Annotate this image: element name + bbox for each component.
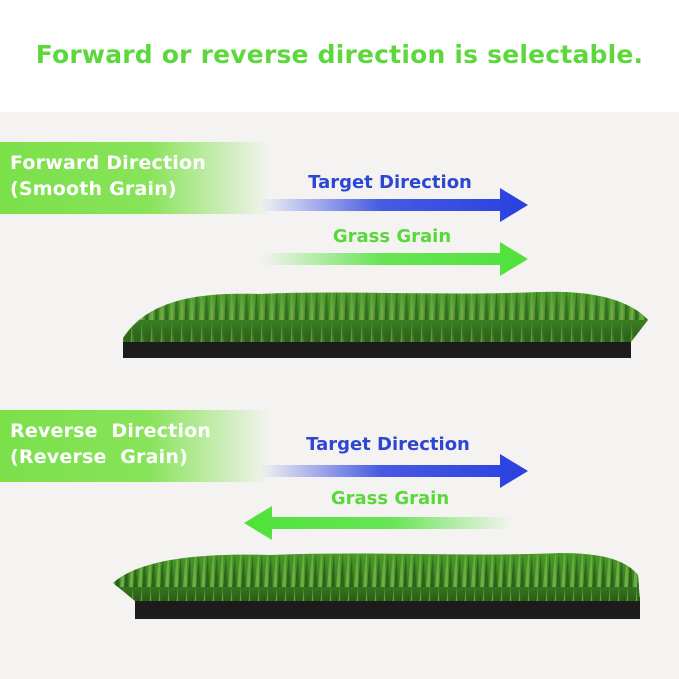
reverse-turf-mat-image: [113, 553, 640, 619]
forward-grain-label: Grass Grain: [332, 226, 452, 247]
reverse-label-line1: Reverse Direction: [10, 420, 212, 442]
forward-target-label: Target Direction: [308, 172, 472, 193]
forward-label-line2: (Smooth Grain): [10, 178, 177, 200]
reverse-label-line2: (Reverse Grain): [10, 446, 188, 468]
reverse-target-arrow-icon: [260, 454, 528, 488]
forward-label-box: Forward Direction (Smooth Grain): [0, 142, 270, 214]
page-headline: Forward or reverse direction is selectab…: [35, 40, 644, 69]
reverse-grain-arrow-icon: [244, 506, 512, 540]
header-band: [0, 0, 679, 112]
forward-label-line1: Forward Direction: [10, 152, 206, 174]
reverse-grain-label: Grass Grain: [330, 488, 450, 509]
forward-turf-mat-image: [123, 291, 648, 358]
reverse-target-label: Target Direction: [306, 434, 470, 455]
forward-target-arrow-icon: [260, 188, 528, 222]
reverse-label-box: Reverse Direction (Reverse Grain): [0, 410, 270, 482]
forward-grain-arrow-icon: [260, 242, 528, 276]
